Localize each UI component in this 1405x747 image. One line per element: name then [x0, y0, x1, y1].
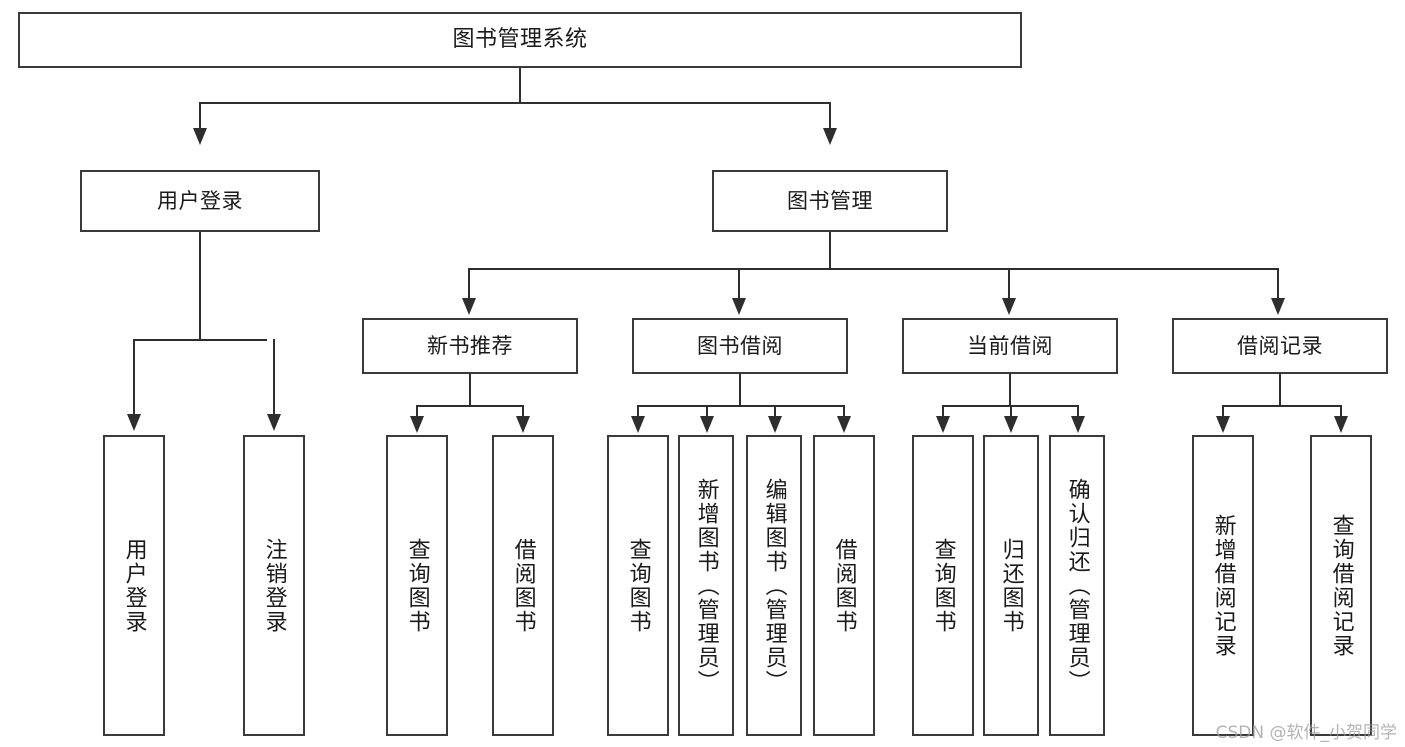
node-user-login[interactable]: 用户登录: [80, 170, 320, 232]
leaf-cb-confirm-return[interactable]: 确认归还（管理员）: [1049, 435, 1105, 736]
connector-book-borrow-stem: [739, 374, 741, 406]
arrowhead-cb-confirm-return: [1071, 416, 1085, 433]
arrowhead-br-add-record: [1216, 416, 1230, 433]
arrowhead-cb-query-book: [936, 416, 950, 433]
connector-level2-drop-left: [199, 102, 201, 130]
node-label: 查询借阅记录: [1328, 513, 1354, 658]
leaf-bb-query-book[interactable]: 查询图书: [607, 435, 669, 736]
connector-book-borrow-bus: [637, 405, 845, 407]
leaf-user-login[interactable]: 用户登录: [103, 435, 165, 736]
node-label: 编辑图书（管理员）: [761, 477, 787, 694]
connector-new-book-drop-2: [522, 405, 524, 418]
node-book-management[interactable]: 图书管理: [712, 170, 948, 232]
node-label: 用户登录: [157, 188, 243, 213]
connector-cb-drop-1: [942, 405, 944, 418]
arrowhead-leaf-user-login: [127, 414, 141, 431]
connector-borrow-record-bus: [1222, 405, 1342, 407]
leaf-br-query-record[interactable]: 查询借阅记录: [1310, 435, 1372, 736]
node-label: 确认归还（管理员）: [1064, 477, 1090, 694]
node-new-book-recommend[interactable]: 新书推荐: [362, 318, 578, 374]
arrowhead-leaf-logout: [267, 414, 281, 431]
connector-level3-drop-2: [738, 268, 740, 300]
connector-level3-bus: [468, 268, 1278, 270]
arrowhead-book-manage: [823, 128, 837, 145]
node-label: 新增借阅记录: [1210, 513, 1236, 658]
node-borrow-record[interactable]: 借阅记录: [1172, 318, 1388, 374]
arrowhead-nb-query-book: [410, 416, 424, 433]
connector-user-login-bus: [133, 339, 267, 341]
arrowhead-nb-borrow-book: [516, 416, 530, 433]
node-book-borrow[interactable]: 图书借阅: [632, 318, 848, 374]
connector-new-book-bus: [416, 405, 524, 407]
leaf-cb-return-book[interactable]: 归还图书: [983, 435, 1039, 736]
connector-bb-drop-4: [843, 405, 845, 418]
arrowhead-bb-query-book: [631, 416, 645, 433]
connector-book-manage-stem: [829, 232, 831, 269]
arrowhead-cb-return-book: [1004, 416, 1018, 433]
connector-user-login-drop-1: [133, 339, 135, 416]
connector-level3-drop-3: [1008, 268, 1010, 300]
node-label: 当前借阅: [967, 333, 1053, 358]
node-label: 查询图书: [930, 537, 956, 634]
arrowhead-br-query-record: [1334, 416, 1348, 433]
connector-br-drop-1: [1222, 405, 1224, 418]
arrowhead-bb-edit-book: [768, 416, 782, 433]
connector-cb-drop-3: [1077, 405, 1079, 418]
leaf-nb-query-book[interactable]: 查询图书: [386, 435, 448, 736]
node-label: 借阅图书: [831, 537, 857, 634]
arrowhead-current-borrow: [1002, 298, 1016, 315]
node-label: 新书推荐: [427, 333, 513, 358]
node-label: 归还图书: [998, 537, 1024, 634]
node-current-borrow[interactable]: 当前借阅: [902, 318, 1118, 374]
node-label: 图书管理系统: [452, 27, 588, 53]
node-label: 图书借阅: [697, 333, 783, 358]
arrowhead-bb-borrow-book: [837, 416, 851, 433]
connector-bb-drop-1: [637, 405, 639, 418]
connector-bb-drop-3: [774, 405, 776, 418]
connector-borrow-record-stem: [1279, 374, 1281, 406]
arrowhead-new-book: [462, 298, 476, 315]
arrowhead-book-borrow: [732, 298, 746, 315]
node-label: 新增图书（管理员）: [693, 477, 719, 694]
node-label: 图书管理: [787, 188, 873, 213]
node-root-system[interactable]: 图书管理系统: [18, 12, 1022, 68]
leaf-br-add-record[interactable]: 新增借阅记录: [1192, 435, 1254, 736]
connector-level2-drop-right: [829, 102, 831, 130]
connector-user-login-stem: [199, 232, 201, 340]
arrowhead-borrow-record: [1271, 298, 1285, 315]
node-label: 查询图书: [625, 537, 651, 634]
leaf-nb-borrow-book[interactable]: 借阅图书: [492, 435, 554, 736]
connector-current-borrow-stem: [1009, 374, 1011, 406]
leaf-bb-add-book[interactable]: 新增图书（管理员）: [678, 435, 734, 736]
leaf-logout[interactable]: 注销登录: [243, 435, 305, 736]
connector-bb-drop-2: [706, 405, 708, 418]
connector-level2-bus: [199, 102, 831, 104]
arrowhead-bb-add-book: [700, 416, 714, 433]
csdn-watermark: CSDN @软件_小贺同学: [1215, 723, 1397, 743]
node-label: 查询图书: [404, 537, 430, 634]
connector-level3-drop-4: [1277, 268, 1279, 300]
node-label: 借阅记录: [1237, 333, 1323, 358]
connector-root-stem: [519, 68, 521, 103]
connector-level3-drop-1: [468, 268, 470, 300]
node-label: 借阅图书: [510, 537, 536, 634]
leaf-cb-query-book[interactable]: 查询图书: [912, 435, 974, 736]
leaf-bb-borrow-book[interactable]: 借阅图书: [813, 435, 875, 736]
connector-new-book-stem: [469, 374, 471, 406]
connector-user-login-drop-2: [273, 339, 275, 416]
connector-new-book-drop-1: [416, 405, 418, 418]
arrowhead-user-login: [193, 128, 207, 145]
connector-br-drop-2: [1340, 405, 1342, 418]
connector-cb-drop-2: [1010, 405, 1012, 418]
node-label: 注销登录: [261, 537, 287, 634]
node-label: 用户登录: [121, 537, 147, 634]
leaf-bb-edit-book[interactable]: 编辑图书（管理员）: [746, 435, 802, 736]
